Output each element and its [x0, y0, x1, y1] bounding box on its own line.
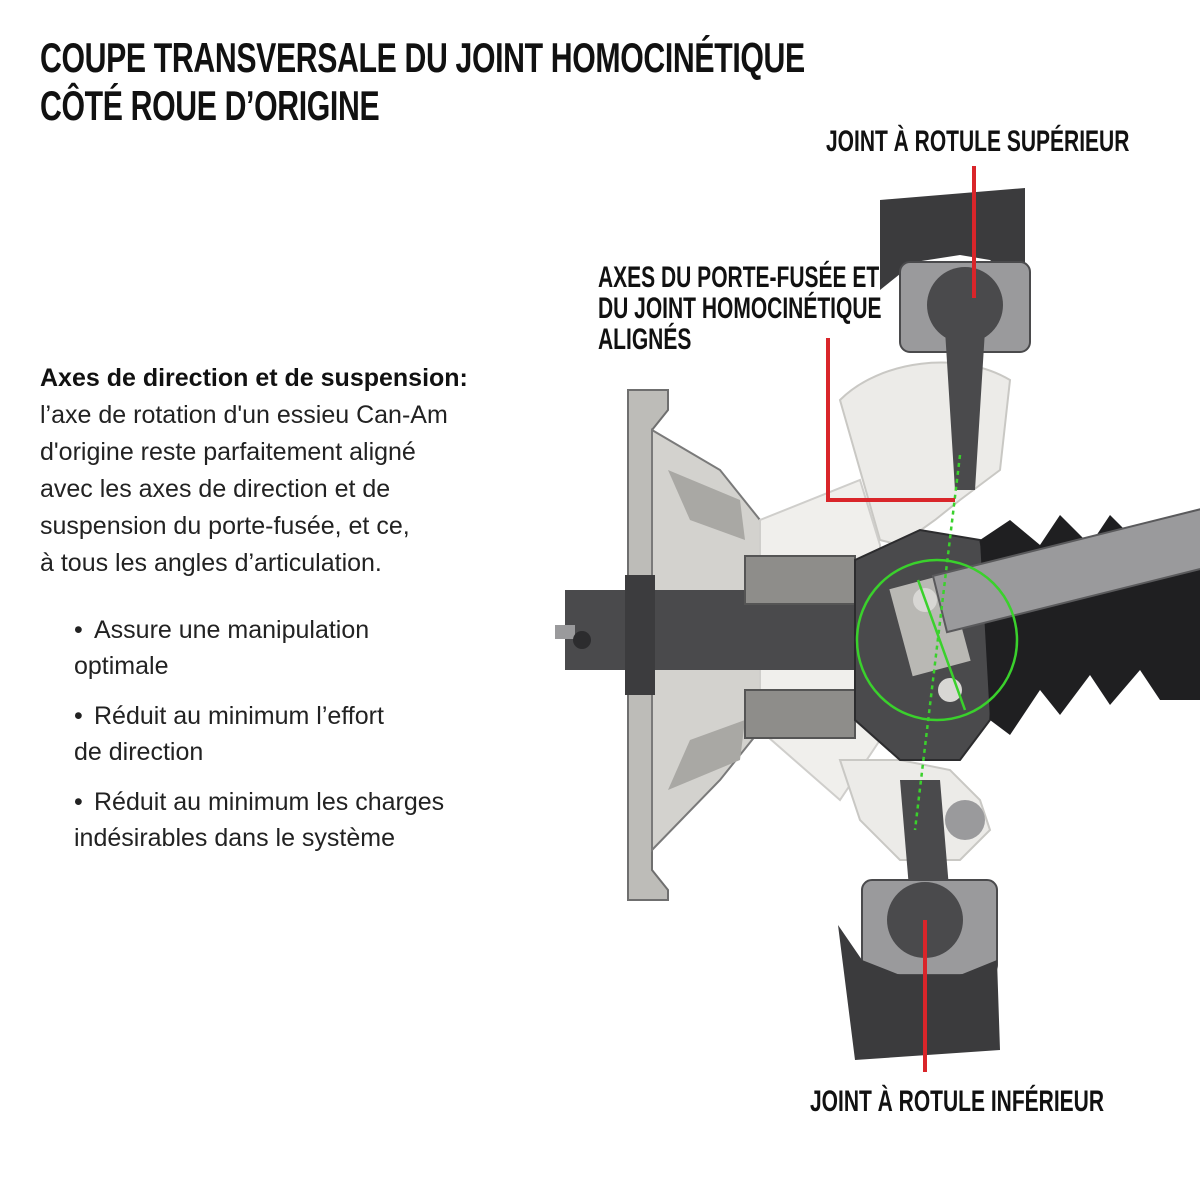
- list-item: •Assure une manipulation optimale: [74, 612, 544, 684]
- callout-aligned-line-1: AXES DU PORTE-FUSÉE ET: [598, 261, 880, 294]
- callout-upper-label: JOINT À ROTULE SUPÉRIEUR: [826, 125, 1130, 158]
- alignment-axis: [855, 454, 1019, 831]
- axle-spindle: [555, 555, 865, 739]
- bullet-icon: •: [74, 788, 83, 816]
- diagram-title: COUPE TRANSVERSALE DU JOINT HOMOCINÉTIQU…: [40, 34, 805, 130]
- benefits-list: •Assure une manipulation optimale •Rédui…: [74, 612, 544, 870]
- title-line-1: COUPE TRANSVERSALE DU JOINT HOMOCINÉTIQU…: [40, 34, 805, 81]
- callout-upper-ball-joint: JOINT À ROTULE SUPÉRIEUR: [826, 126, 1129, 157]
- description-block: Axes de direction et de suspension: l’ax…: [40, 360, 560, 582]
- description-body: l’axe de rotation d'un essieu Can-Am d'o…: [40, 401, 448, 577]
- list-item: •Réduit au minimum l’effort de direction: [74, 698, 544, 770]
- title-line-2: CÔTÉ ROUE D’ORIGINE: [40, 82, 380, 129]
- callout-lower-label: JOINT À ROTULE INFÉRIEUR: [810, 1085, 1105, 1118]
- callout-aligned-axes: AXES DU PORTE-FUSÉE ET DU JOINT HOMOCINÉ…: [598, 262, 882, 355]
- list-item: •Réduit au minimum les charges indésirab…: [74, 784, 544, 856]
- bullet-icon: •: [74, 616, 83, 644]
- callout-aligned-line-2: DU JOINT HOMOCINÉTIQUE: [598, 292, 882, 325]
- bullet-text: Réduit au minimum les charges indésirabl…: [74, 788, 445, 852]
- bullet-text: Assure une manipulation optimale: [74, 616, 370, 680]
- lower-ball-joint: [838, 780, 1000, 1060]
- upper-ball-joint: [880, 188, 1031, 490]
- bullet-icon: •: [74, 702, 83, 730]
- callout-lower-ball-joint: JOINT À ROTULE INFÉRIEUR: [810, 1086, 1104, 1117]
- bullet-text: Réduit au minimum l’effort de direction: [74, 702, 384, 766]
- callout-leaders: [826, 166, 976, 1072]
- callout-aligned-line-3: ALIGNÉS: [598, 323, 692, 356]
- description-heading: Axes de direction et de suspension:: [40, 364, 468, 392]
